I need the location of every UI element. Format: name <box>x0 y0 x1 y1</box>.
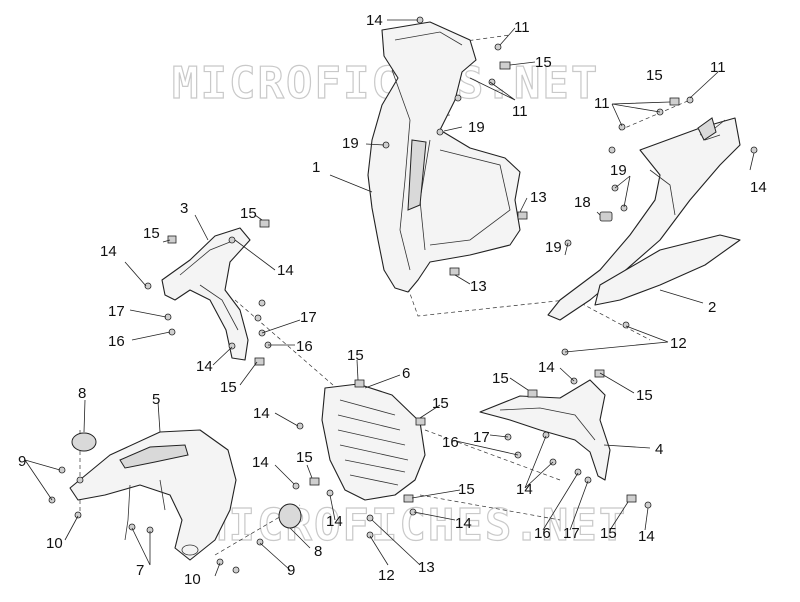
part-8-cap-lower <box>278 503 302 529</box>
callout-15: 15 <box>143 225 160 242</box>
callout-15: 15 <box>240 205 257 222</box>
callout-7: 7 <box>136 562 144 579</box>
part-8-cap-upper <box>71 432 97 452</box>
callout-14: 14 <box>326 513 343 530</box>
callout-8: 8 <box>314 543 322 560</box>
callout-13: 13 <box>530 189 547 206</box>
callout-13: 13 <box>418 559 435 576</box>
callout-10: 10 <box>184 571 201 588</box>
part-4-lower-bracket <box>479 379 611 481</box>
callout-9: 9 <box>287 562 295 579</box>
callout-15: 15 <box>492 370 509 387</box>
callout-17: 17 <box>563 525 580 542</box>
callout-6: 6 <box>402 365 410 382</box>
callout-15: 15 <box>646 67 663 84</box>
callout-15: 15 <box>600 525 617 542</box>
part-18-clip <box>599 211 613 222</box>
callout-16: 16 <box>108 333 125 350</box>
callout-14: 14 <box>516 481 533 498</box>
callout-19: 19 <box>468 119 485 136</box>
callout-8: 8 <box>78 385 86 402</box>
callout-10: 10 <box>46 535 63 552</box>
callout-18: 18 <box>574 194 591 211</box>
part-1-leg-shield <box>367 21 521 293</box>
watermark-bottom: MICROFICHES.NET <box>200 500 627 551</box>
leader-lines <box>24 19 755 577</box>
callout-14: 14 <box>455 515 472 532</box>
callout-11: 11 <box>512 103 528 120</box>
callout-14: 14 <box>538 359 555 376</box>
callout-14: 14 <box>252 454 269 471</box>
callout-15: 15 <box>296 449 313 466</box>
callout-labels: 14 11 15 11 15 11 11 19 19 1 19 14 13 18… <box>18 12 767 588</box>
callout-14: 14 <box>277 262 294 279</box>
callout-19: 19 <box>545 239 562 256</box>
callout-15: 15 <box>636 387 653 404</box>
callout-11: 11 <box>710 59 726 76</box>
callout-19: 19 <box>342 135 359 152</box>
part-3-bracket <box>161 227 251 361</box>
callout-14: 14 <box>366 12 383 29</box>
callout-5: 5 <box>152 391 160 408</box>
callout-17: 17 <box>300 309 317 326</box>
part-2-side-panel <box>547 117 741 321</box>
callout-11: 11 <box>514 19 530 36</box>
callout-16: 16 <box>442 434 459 451</box>
callout-15: 15 <box>432 395 449 412</box>
callout-14: 14 <box>196 358 213 375</box>
callout-2: 2 <box>708 299 716 316</box>
callout-9: 9 <box>18 453 26 470</box>
callout-14: 14 <box>750 179 767 196</box>
part-5-mudguard <box>69 429 237 561</box>
callout-19: 19 <box>610 162 627 179</box>
callout-16: 16 <box>534 525 551 542</box>
callout-3: 3 <box>180 200 188 217</box>
callout-14: 14 <box>638 528 655 545</box>
callout-17: 17 <box>473 429 490 446</box>
callout-12: 12 <box>670 335 687 352</box>
callout-12: 12 <box>378 567 395 584</box>
callout-15: 15 <box>535 54 552 71</box>
callout-4: 4 <box>655 441 663 458</box>
part-6-grille <box>321 383 426 501</box>
callout-15: 15 <box>347 347 364 364</box>
callout-17: 17 <box>108 303 125 320</box>
callout-15: 15 <box>458 481 475 498</box>
callout-14: 14 <box>100 243 117 260</box>
callout-15: 15 <box>220 379 237 396</box>
callout-1: 1 <box>312 159 320 176</box>
callout-13: 13 <box>470 278 487 295</box>
callout-11: 11 <box>594 95 610 112</box>
callout-16: 16 <box>296 338 313 355</box>
callout-14: 14 <box>253 405 270 422</box>
